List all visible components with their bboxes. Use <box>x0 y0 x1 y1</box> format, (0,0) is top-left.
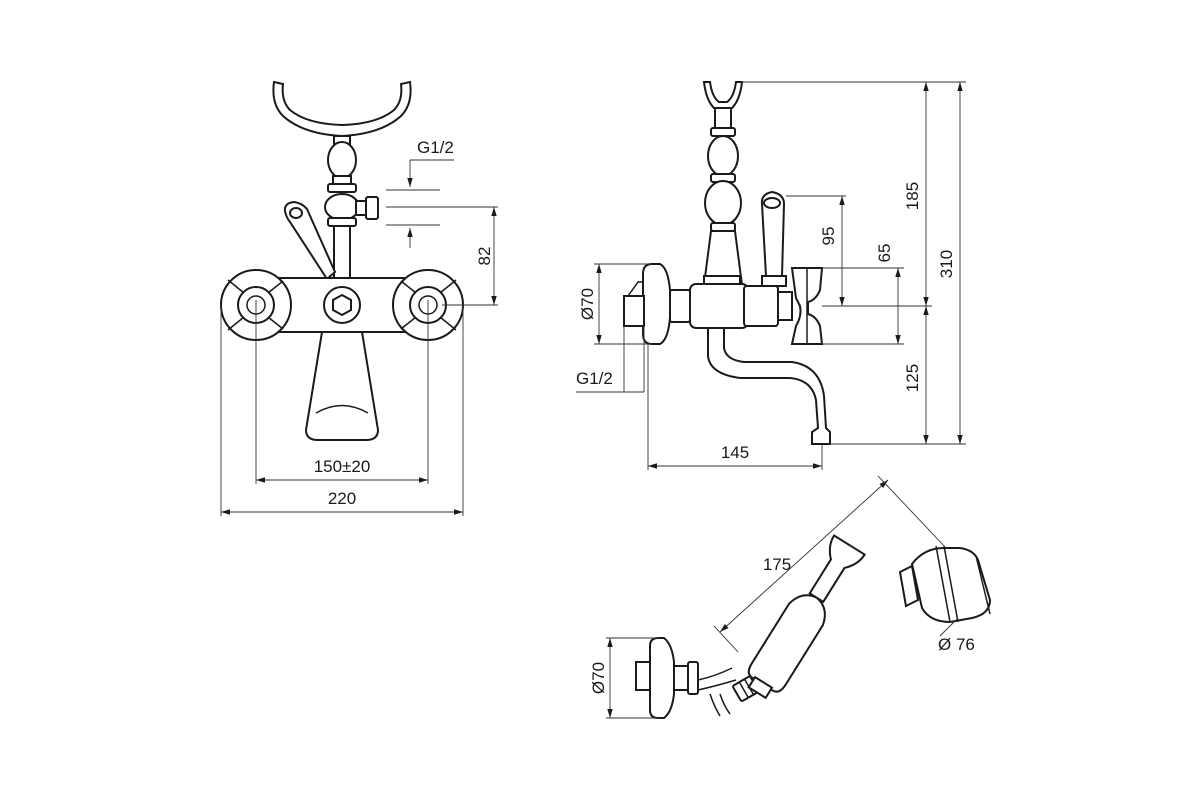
shower-cradle <box>272 80 412 138</box>
side-dim-125: 125 <box>903 364 922 392</box>
handshower-dim-flange: Ø70 <box>589 662 608 694</box>
front-view: G1/2 82 150±20 220 <box>220 80 498 516</box>
side-view: Ø70 G1/2 95 65 185 310 125 145 <box>576 81 966 470</box>
side-column <box>702 107 744 286</box>
handshower-flange <box>649 637 675 719</box>
side-dim-310: 310 <box>937 250 956 278</box>
front-dim-82: 82 <box>475 247 494 266</box>
handshower-view: 175 Ø 76 Ø70 <box>589 475 992 719</box>
side-dim-95: 95 <box>819 227 838 246</box>
front-thread-label: G1/2 <box>417 138 454 157</box>
handshower-dimensions <box>606 475 959 719</box>
side-dim-145: 145 <box>721 443 749 462</box>
side-lever <box>760 190 786 277</box>
handshower-hose <box>697 667 737 691</box>
handshower-dim-175: 175 <box>763 555 791 574</box>
side-dim-diameter: Ø70 <box>578 288 597 320</box>
front-dim-150: 150±20 <box>314 457 371 476</box>
diverter-lever <box>283 200 337 281</box>
side-dimensions <box>576 81 966 470</box>
shower-column <box>324 135 360 281</box>
handshower-head <box>898 545 992 624</box>
side-hook <box>702 81 744 109</box>
side-dim-65: 65 <box>875 244 894 263</box>
handshower-dim-head: Ø 76 <box>938 635 975 654</box>
side-thread-label: G1/2 <box>576 369 613 388</box>
front-dimensions <box>220 159 498 516</box>
spout-front <box>304 331 380 441</box>
front-dim-220: 220 <box>328 489 356 508</box>
hose-outlet <box>355 196 379 220</box>
side-dim-185: 185 <box>903 182 922 210</box>
side-spout <box>707 327 831 445</box>
side-cross-handle <box>790 267 824 345</box>
side-wall-flange <box>642 263 671 345</box>
